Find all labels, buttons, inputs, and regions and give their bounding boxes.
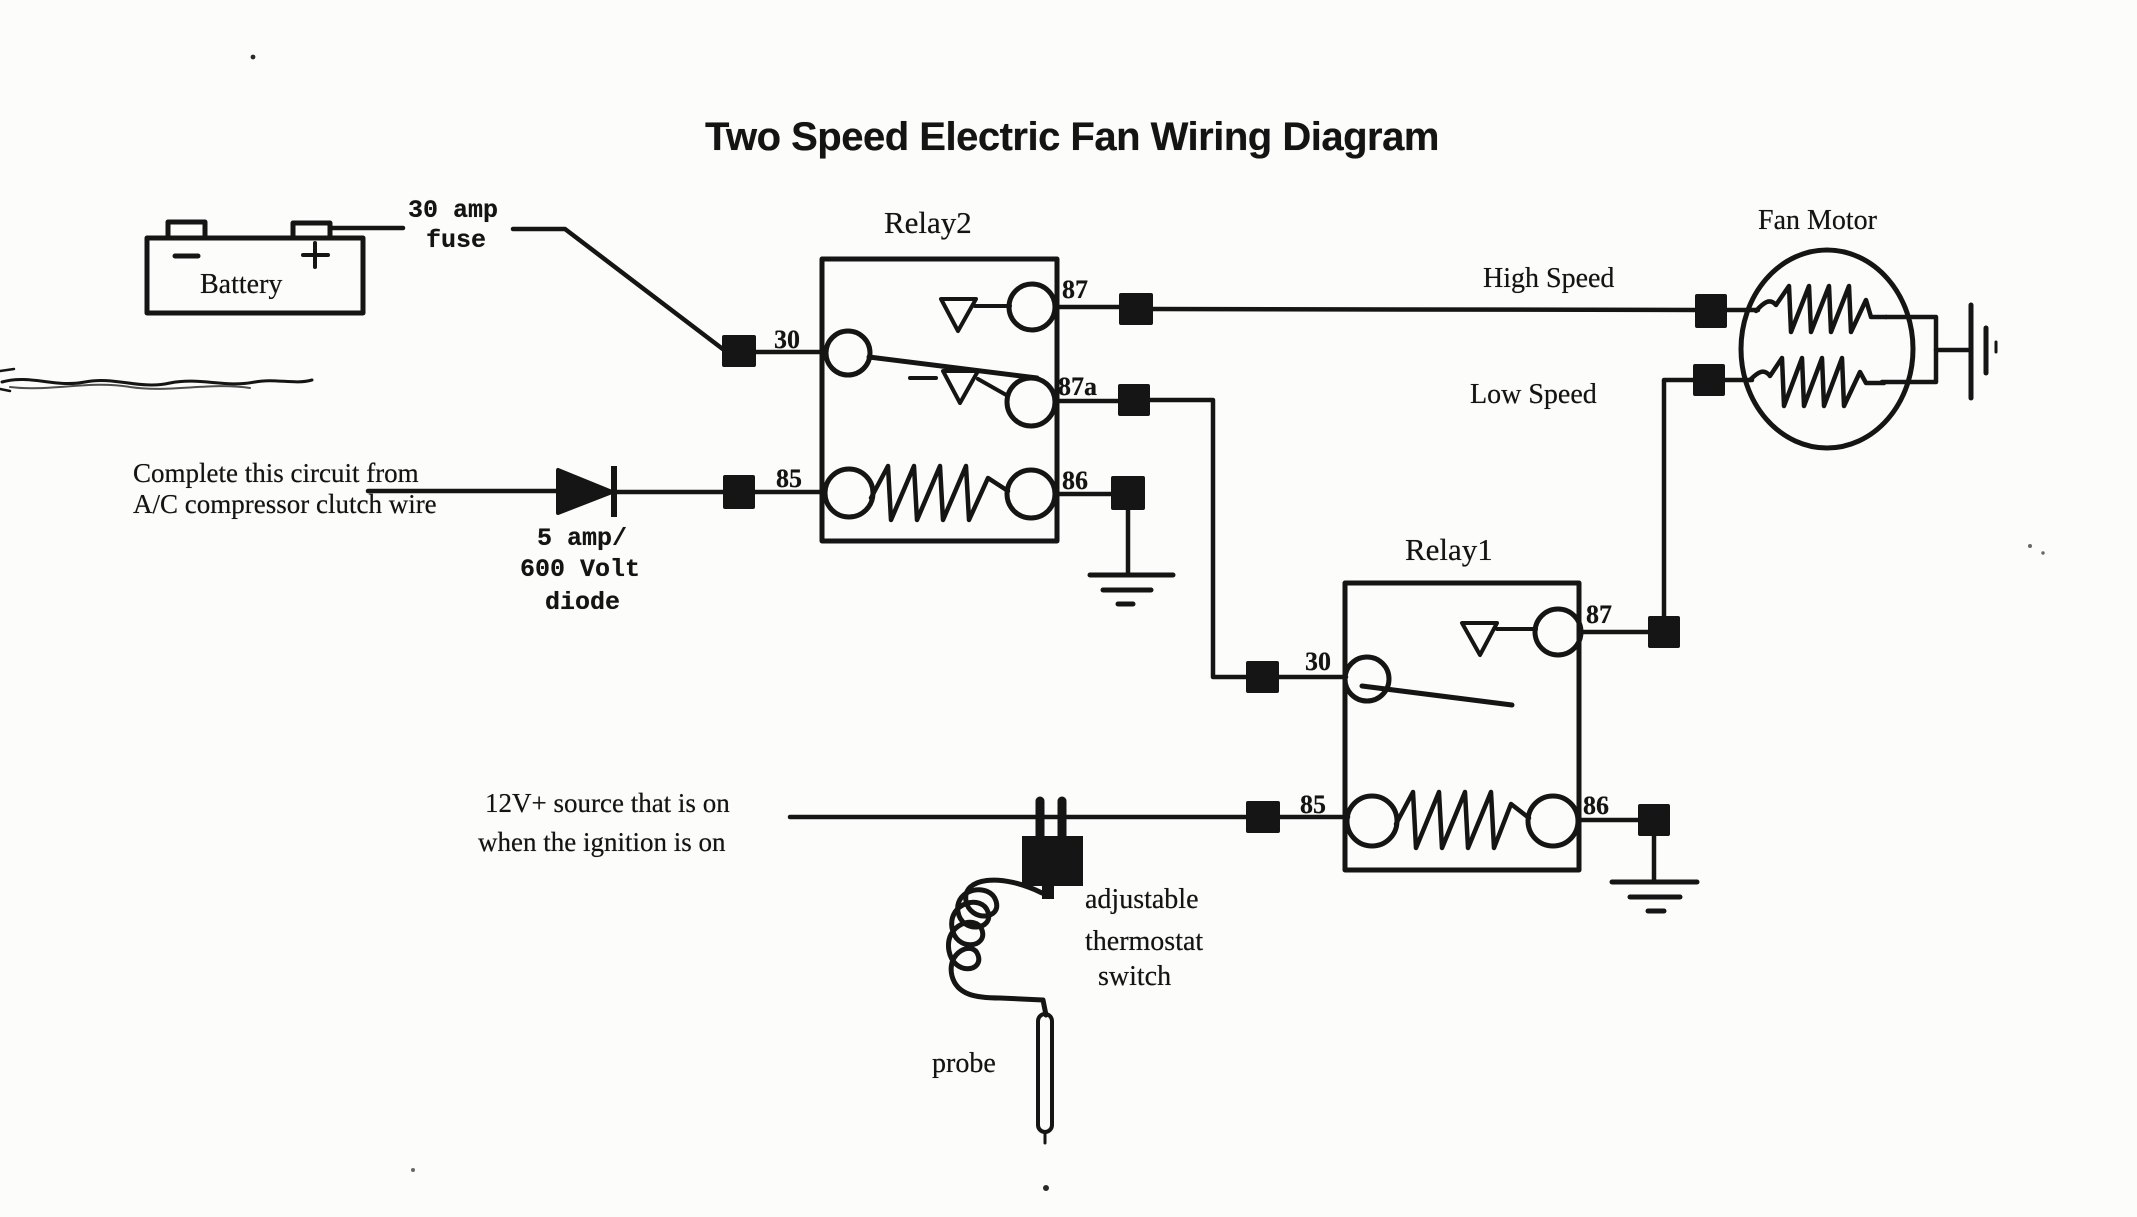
relay1-symbol xyxy=(1342,580,1584,873)
connector-square-relay2-30 xyxy=(722,335,756,367)
battery-box xyxy=(144,235,366,316)
scan-speck-dots xyxy=(250,54,2045,1191)
relay1-terminal-86-label: 86 xyxy=(1583,791,1609,820)
fan-motor-symbol xyxy=(1738,247,1998,451)
thermostat-symbol xyxy=(946,796,1083,1145)
diode-cathode-bar xyxy=(611,466,617,517)
connector-square-relay1-30 xyxy=(1246,661,1279,693)
relay2-symbol xyxy=(819,256,1060,544)
fan-motor-label: Fan Motor xyxy=(1758,205,1877,236)
battery-terminal-negative xyxy=(165,219,208,241)
relay1-terminal-85-label: 85 xyxy=(1300,790,1326,819)
relay2-terminal-30-label: 30 xyxy=(774,325,800,354)
relay1-terminal-86-circle xyxy=(1525,793,1581,849)
diode-label-line3: diode xyxy=(545,588,621,617)
relay1-87-contact-arrow xyxy=(1460,621,1499,657)
relay1-coil xyxy=(1393,789,1532,851)
fan-ground xyxy=(1933,302,1998,401)
relay2-terminal-30-circle xyxy=(823,328,873,378)
relay2-terminal-87a-label: 87a xyxy=(1058,372,1097,401)
relay2-box xyxy=(819,256,1060,544)
relay1-terminal-87-label: 87 xyxy=(1586,600,1612,629)
relay1-ground xyxy=(1575,817,1700,914)
relay1-label: Relay1 xyxy=(1405,532,1493,567)
connector-square-relay1-85 xyxy=(1246,801,1280,833)
relay2-switch-arm xyxy=(866,354,1040,381)
battery-label: Battery xyxy=(200,269,283,300)
fan-motor-circle xyxy=(1738,247,1916,451)
relay2-terminal-85-label: 85 xyxy=(776,464,802,493)
diagram-title: Two Speed Electric Fan Wiring Diagram xyxy=(705,115,1439,159)
thermostat-tab xyxy=(1042,886,1054,899)
diode-anode-triangle xyxy=(556,468,614,515)
relay1-terminal-87-circle xyxy=(1532,606,1584,658)
ac-clutch-wire xyxy=(365,488,828,495)
thermostat-label-line3: switch xyxy=(1098,961,1172,992)
low-speed-wire xyxy=(1578,377,1755,635)
relay1-terminal-30-label: 30 xyxy=(1305,647,1331,676)
connector-square-relay2-87 xyxy=(1119,293,1153,325)
connector-square-relay1-87 xyxy=(1648,616,1680,648)
probe-label: probe xyxy=(932,1048,996,1079)
relay2-terminal-87a-circle xyxy=(1004,375,1058,429)
87a-to-relay1-wire xyxy=(1052,397,1349,680)
diode-label-line1: 5 amp/ xyxy=(537,524,628,553)
relay1-terminal-30-circle xyxy=(1342,654,1392,704)
relay2-terminal-87-circle xyxy=(1006,281,1058,333)
thermostat-body xyxy=(1022,836,1083,886)
relay2-87-contact-arrow xyxy=(939,297,978,333)
ignition-note-line1: 12V+ source that is on xyxy=(485,788,730,818)
thermostat-probe xyxy=(1036,1012,1054,1134)
relay1-box xyxy=(1342,580,1582,873)
relay2-87a-contact-line xyxy=(976,377,1010,398)
fuse-wire xyxy=(327,225,829,355)
relay2-ground xyxy=(1052,491,1176,607)
battery-terminal-positive xyxy=(290,220,333,241)
battery-plus-sign xyxy=(301,241,330,269)
high-speed-wire xyxy=(1052,304,1761,313)
connector-square-fan-low xyxy=(1693,364,1725,396)
connector-square-fan-high xyxy=(1695,294,1727,328)
diode-symbol xyxy=(556,466,617,517)
connector-square-relay2-86 xyxy=(1111,476,1145,510)
thermostat-prongs xyxy=(1035,796,1067,843)
scan-smudge-artifact xyxy=(0,367,314,393)
relay2-terminal-86-label: 86 xyxy=(1062,466,1088,495)
relay2-coil xyxy=(868,463,1011,523)
connector-square-relay2-87a xyxy=(1118,384,1150,416)
relay2-terminal-85-circle xyxy=(822,466,876,520)
fan-high-speed-coil xyxy=(1753,283,1889,335)
diode-label-line2: 600 Volt xyxy=(520,555,641,584)
connector-square-relay2-85 xyxy=(723,475,755,509)
relay2-label: Relay2 xyxy=(884,205,972,240)
thermostat-label-line1: adjustable xyxy=(1085,884,1199,915)
low-speed-label: Low Speed xyxy=(1470,379,1597,410)
ac-note-line2: A/C compressor clutch wire xyxy=(133,489,437,519)
high-speed-label: High Speed xyxy=(1483,263,1615,294)
relay1-terminal-85-circle xyxy=(1344,793,1400,849)
connector-square-relay1-86 xyxy=(1638,804,1670,836)
thermostat-label-line2: thermostat xyxy=(1085,926,1204,957)
ignition-note-line2: when the ignition is on xyxy=(478,827,726,857)
relay2-87a-contact-arrow xyxy=(941,369,980,405)
fan-low-speed-coil xyxy=(1747,355,1887,409)
fuse-label-line1: 30 amp xyxy=(408,196,499,225)
fuse-label-line2: fuse xyxy=(426,226,487,255)
thermostat-coil-wire xyxy=(946,877,1049,1018)
battery-symbol xyxy=(144,219,366,316)
relay2-terminal-87-label: 87 xyxy=(1062,275,1088,304)
ac-note-line1: Complete this circuit from xyxy=(133,458,419,488)
relay1-switch-arm xyxy=(1359,683,1515,708)
relay2-terminal-86-circle xyxy=(1004,467,1058,521)
